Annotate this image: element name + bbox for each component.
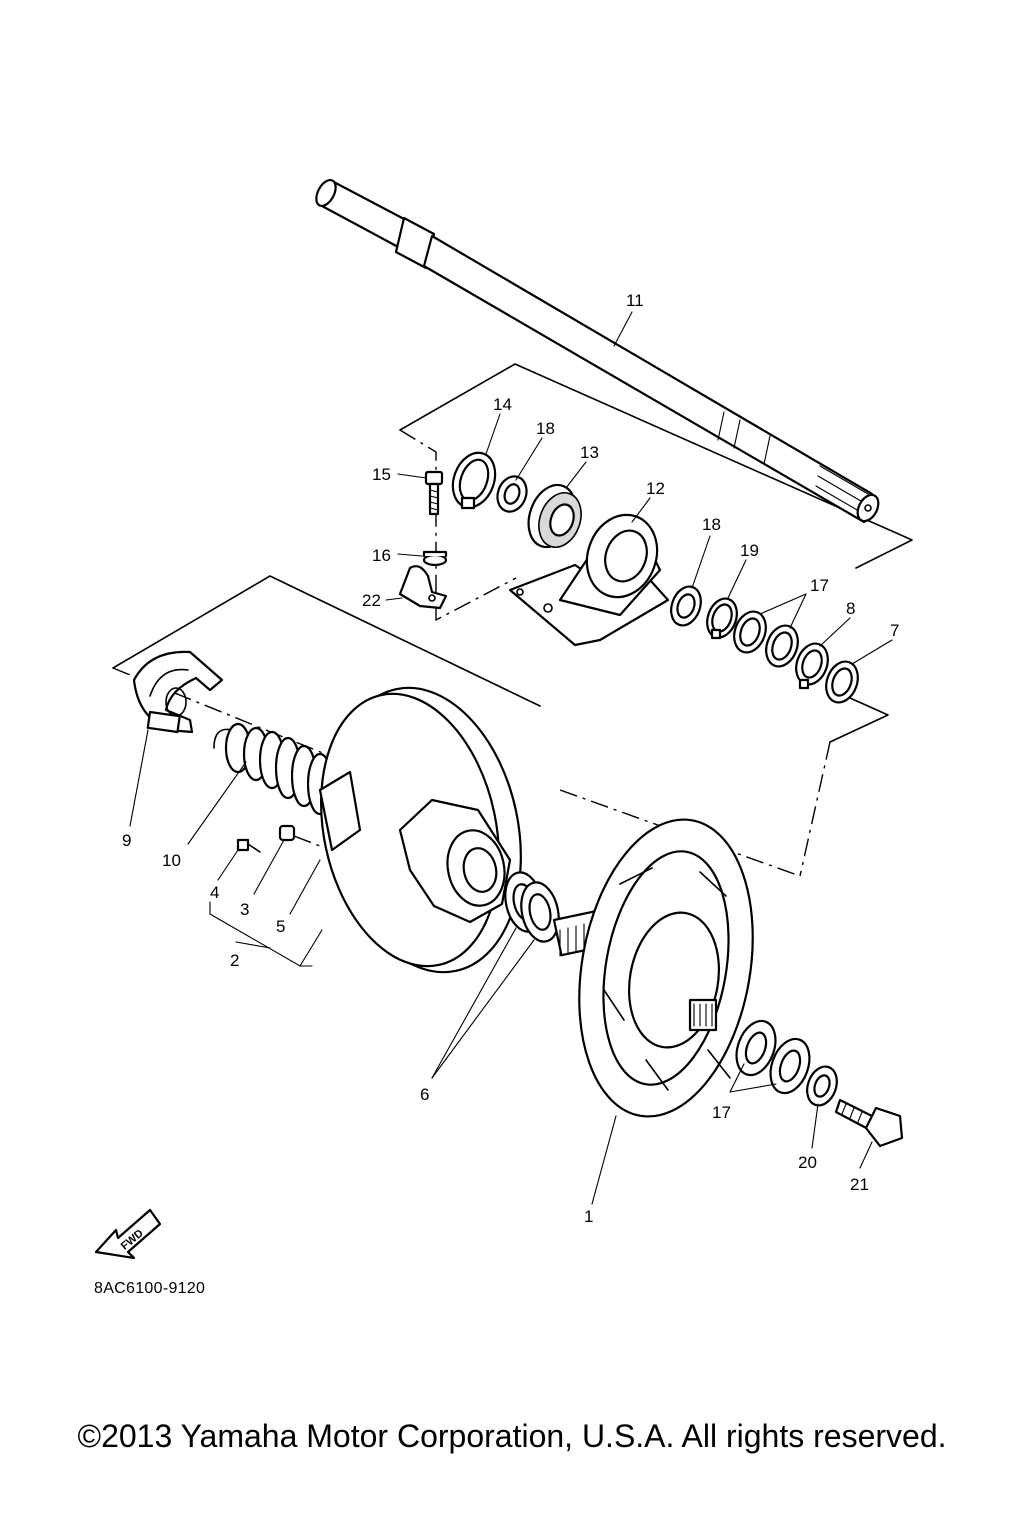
callout-11: 11	[626, 291, 644, 310]
callout-8: 8	[846, 599, 855, 618]
callout-7: 7	[890, 621, 899, 640]
fwd-arrow-icon: FWD	[94, 1208, 162, 1260]
fixed-sheave-1	[552, 818, 754, 1118]
callout-4: 4	[210, 883, 219, 902]
upper-assembly-frame	[399, 363, 913, 622]
collar-16	[422, 550, 448, 567]
shim-17-lower-a	[735, 1019, 777, 1077]
circlip-19	[706, 597, 738, 640]
spring-10	[213, 722, 334, 816]
callout-5: 5	[276, 917, 285, 936]
movable-sheave-2	[318, 686, 522, 974]
clamp-22	[398, 565, 448, 610]
callout-18-lower: 18	[702, 515, 721, 534]
diagram-code: 8AC6100-9120	[94, 1280, 206, 1297]
secondary-shaft	[315, 178, 880, 524]
leader-lines	[129, 311, 893, 1205]
shim-17-b	[765, 624, 799, 668]
callout-13: 13	[580, 443, 599, 462]
bushing-6-b	[520, 881, 560, 943]
callout-22: 22	[362, 591, 381, 610]
callout-20: 20	[798, 1153, 817, 1172]
screw-4	[236, 838, 261, 853]
washer-18-lower	[670, 585, 702, 627]
bolt-15	[424, 470, 444, 516]
shim-17-a	[733, 610, 767, 654]
copyright-notice: ©2013 Yamaha Motor Corporation, U.S.A. A…	[77, 1418, 947, 1454]
callout-12: 12	[646, 479, 665, 498]
callout-19: 19	[740, 541, 759, 560]
callout-6: 6	[420, 1085, 429, 1104]
callout-21: 21	[850, 1175, 869, 1194]
bolt-21	[834, 1098, 904, 1148]
callout-labels: 11 14 18 13 12 15 16 22 18 19 17 8 7 9 1…	[122, 291, 899, 1226]
callout-14: 14	[493, 395, 512, 414]
callout-17-lower: 17	[712, 1103, 731, 1122]
circlip-14	[451, 451, 497, 510]
circlip-8	[795, 642, 829, 690]
callout-2: 2	[230, 951, 239, 970]
callout-10: 10	[162, 851, 181, 870]
washer-7	[825, 660, 859, 704]
callout-18-upper: 18	[536, 419, 555, 438]
callout-9: 9	[122, 831, 131, 850]
bearing-13	[527, 483, 582, 549]
callout-16: 16	[372, 546, 391, 565]
cam-9	[132, 650, 224, 734]
callout-17-upper: 17	[810, 576, 829, 595]
slider-3	[278, 824, 321, 847]
callout-3: 3	[240, 900, 249, 919]
washer-18-upper	[496, 475, 528, 513]
washer-20	[806, 1065, 838, 1107]
callout-1: 1	[584, 1207, 593, 1226]
shim-17-lower-b	[769, 1037, 811, 1095]
callout-15: 15	[372, 465, 391, 484]
